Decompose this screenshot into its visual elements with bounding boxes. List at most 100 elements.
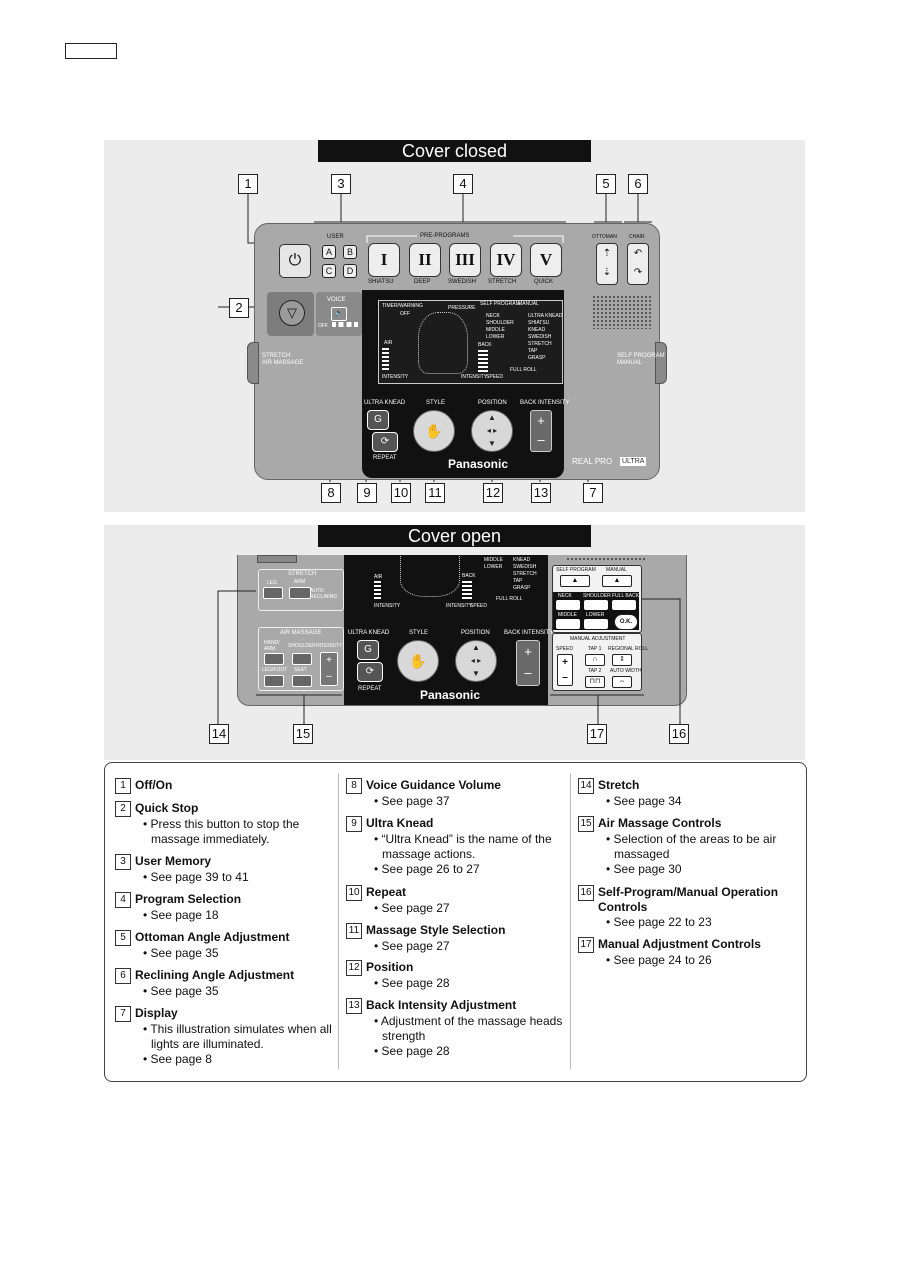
leg-foot-button[interactable] bbox=[264, 675, 284, 687]
seat-button[interactable] bbox=[292, 675, 312, 687]
chair-label: CHAIR bbox=[629, 234, 645, 240]
body-figure-icon bbox=[418, 312, 468, 374]
left-side-label-1: STRETCH bbox=[262, 353, 291, 359]
open-back-intensity-label: BACK INTENSITY bbox=[504, 630, 554, 636]
manual-button[interactable]: ▲ bbox=[602, 575, 632, 587]
self-program-button[interactable]: ▲ bbox=[560, 575, 590, 587]
brand-logo-open: Panasonic bbox=[420, 688, 481, 702]
arm-stretch-button[interactable] bbox=[289, 587, 311, 599]
position-button[interactable]: ▲◂ ▸▼ bbox=[471, 410, 513, 452]
program-3-button[interactable]: III bbox=[449, 243, 481, 277]
open-style-button[interactable]: ✋ bbox=[397, 640, 439, 682]
back-intensity-button[interactable]: +– bbox=[530, 410, 552, 452]
open-repeat-label: REPEAT bbox=[358, 686, 382, 692]
leg-foot-label: LEG/FOOT bbox=[262, 667, 288, 673]
style-button[interactable]: ✋ bbox=[413, 410, 455, 452]
display-full-roll: FULL ROLL bbox=[510, 367, 537, 373]
tap2-button[interactable]: ⊓⊓ bbox=[585, 676, 605, 688]
speed-button[interactable]: +– bbox=[557, 654, 573, 686]
display-style-shiatsu: SHIATSU bbox=[528, 320, 550, 326]
open-display-stretch: STRETCH bbox=[513, 571, 537, 577]
lcd-display[interactable] bbox=[378, 300, 563, 384]
middle-button[interactable] bbox=[556, 619, 580, 629]
open-ultra-knead-button[interactable]: G bbox=[357, 640, 379, 660]
tap1-button[interactable]: ∩ bbox=[585, 654, 605, 666]
ultra-knead-label: ULTRA KNEAD bbox=[364, 400, 406, 406]
display-style-ultra-knead: ULTRA KNEAD bbox=[528, 313, 563, 319]
program-2-label: DEEP bbox=[414, 279, 431, 285]
program-4-button[interactable]: IV bbox=[490, 243, 522, 277]
tap1-label: TAP 1 bbox=[588, 646, 602, 652]
regional-roll-label: REGIONAL ROLL bbox=[608, 646, 649, 652]
display-self-program: SELF PROGRAM bbox=[480, 301, 520, 307]
full-back-label: FULL BACK bbox=[612, 593, 640, 599]
hand-arm-button[interactable] bbox=[264, 653, 284, 665]
voice-level-bars bbox=[332, 322, 358, 327]
open-repeat-button[interactable]: ⟳ bbox=[357, 662, 383, 682]
open-display-intensity-2: INTENSITY bbox=[446, 603, 473, 609]
regional-roll-button[interactable]: ⇕ bbox=[612, 654, 632, 666]
manual-adjustment-label: MANUAL ADJUSTMENT bbox=[570, 636, 626, 642]
repeat-button[interactable]: ⟳ bbox=[372, 432, 398, 452]
air-massage-panel bbox=[258, 627, 344, 691]
user-c-button[interactable]: C bbox=[322, 264, 336, 278]
voice-button[interactable]: 🔈 bbox=[331, 307, 347, 321]
open-display-tap: TAP bbox=[513, 578, 523, 584]
callout-17: 17 bbox=[587, 724, 607, 744]
ok-button[interactable]: O.K. bbox=[614, 614, 638, 630]
shoulder-label: SHOULDER bbox=[288, 643, 316, 649]
left-knob bbox=[247, 342, 259, 384]
speed-label: SPEED bbox=[556, 646, 573, 652]
open-position-button[interactable]: ▲◂ ▸▼ bbox=[455, 640, 497, 682]
user-a-button[interactable]: A bbox=[322, 245, 336, 259]
air-intensity-button[interactable]: +– bbox=[320, 652, 338, 686]
callout-16: 16 bbox=[669, 724, 689, 744]
chair-button[interactable]: ↶↷ bbox=[627, 243, 649, 285]
ultra-knead-button[interactable]: G bbox=[367, 410, 389, 430]
back-bars bbox=[478, 350, 488, 372]
shoulder2-button[interactable] bbox=[584, 600, 608, 610]
callout-13: 13 bbox=[531, 483, 551, 503]
auto-width-button[interactable]: ⇔ bbox=[612, 676, 632, 688]
program-1-button[interactable]: I bbox=[368, 243, 400, 277]
display-area-lower: LOWER bbox=[486, 334, 505, 340]
display-style-swedish: SWEDISH bbox=[528, 334, 552, 340]
ottoman-button[interactable]: ⇡⇣ bbox=[596, 243, 618, 285]
open-top-tab bbox=[257, 555, 297, 563]
open-right-grille bbox=[566, 557, 646, 562]
open-display-air: AIR bbox=[374, 574, 383, 580]
power-button[interactable]: ⏻ bbox=[279, 244, 311, 278]
hand-arm-label: HAND/ ARM bbox=[264, 640, 280, 652]
program-5-button[interactable]: V bbox=[530, 243, 562, 277]
pre-programs-bracket bbox=[366, 235, 564, 243]
left-side-label-2: AIR MASSAGE bbox=[262, 360, 304, 366]
leg-stretch-button[interactable] bbox=[263, 587, 283, 599]
full-back-button[interactable] bbox=[612, 600, 636, 610]
neck-button[interactable] bbox=[556, 600, 580, 610]
open-display-intensity: INTENSITY bbox=[374, 603, 401, 609]
display-intensity: INTENSITY bbox=[382, 374, 409, 380]
air-massage-label: AIR MASSAGE bbox=[280, 630, 322, 636]
program-2-button[interactable]: II bbox=[409, 243, 441, 277]
lower-label: LOWER bbox=[586, 612, 605, 618]
ottoman-label: OTTOMAN bbox=[592, 234, 617, 240]
user-d-button[interactable]: D bbox=[343, 264, 357, 278]
callout-2: 2 bbox=[229, 298, 249, 318]
quick-stop-button[interactable]: ▽ bbox=[279, 300, 305, 326]
voice-label: VOICE bbox=[327, 297, 346, 303]
open-back-intensity-button[interactable]: +– bbox=[516, 640, 540, 686]
shoulder-button[interactable] bbox=[292, 653, 312, 665]
model-badge: ULTRA bbox=[620, 457, 647, 466]
callout-15: 15 bbox=[293, 724, 313, 744]
callout-10: 10 bbox=[391, 483, 411, 503]
user-b-button[interactable]: B bbox=[343, 245, 357, 259]
lower-button[interactable] bbox=[584, 619, 608, 629]
